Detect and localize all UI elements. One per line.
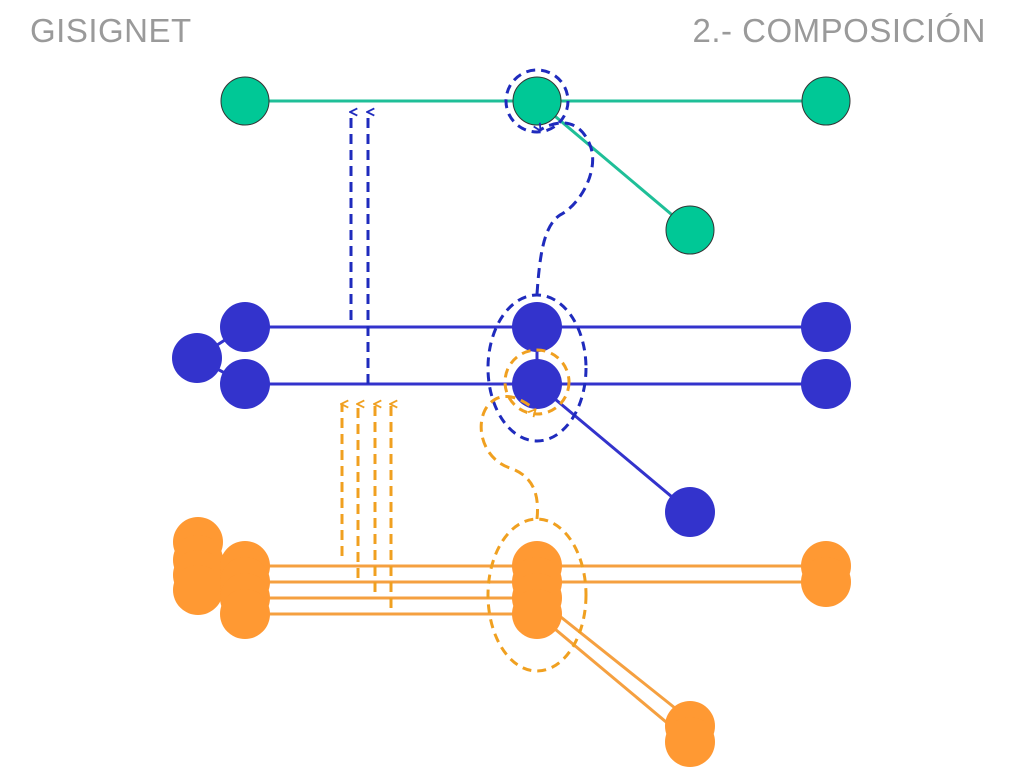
slide-section-title: 2.- COMPOSICIÓN xyxy=(692,12,986,49)
blue-to-green-arrows xyxy=(351,112,595,384)
orange-node xyxy=(801,557,851,607)
blue-node xyxy=(665,487,715,537)
orange-to-blue-arrows xyxy=(342,395,540,608)
orange-layer xyxy=(173,517,851,767)
orange-edge xyxy=(536,612,691,744)
blue-node xyxy=(512,302,562,352)
blue-node xyxy=(512,359,562,409)
orange-node xyxy=(665,717,715,767)
orange-edge xyxy=(536,596,691,722)
green-node xyxy=(665,205,715,255)
green-layer xyxy=(220,68,851,255)
blue-node xyxy=(801,302,851,352)
orange-focus-ring xyxy=(503,348,571,416)
slide-brand-title: GISIGNET xyxy=(30,12,192,49)
green-node xyxy=(220,76,270,126)
orange-curved-arrow xyxy=(479,395,540,520)
orange-node xyxy=(173,565,223,615)
blue-edge xyxy=(536,382,691,514)
blue-curved-arrow xyxy=(537,121,595,295)
blue-node xyxy=(220,302,270,352)
blue-node xyxy=(172,333,222,383)
orange-node xyxy=(512,589,562,639)
green-node xyxy=(801,76,851,126)
blue-layer xyxy=(172,293,851,537)
blue-node xyxy=(220,359,270,409)
orange-group-ring xyxy=(486,517,588,673)
blue-group-ring xyxy=(486,293,588,443)
green-edge xyxy=(536,99,691,232)
orange-node xyxy=(220,589,270,639)
green-node xyxy=(512,76,562,126)
blue-node xyxy=(801,359,851,409)
